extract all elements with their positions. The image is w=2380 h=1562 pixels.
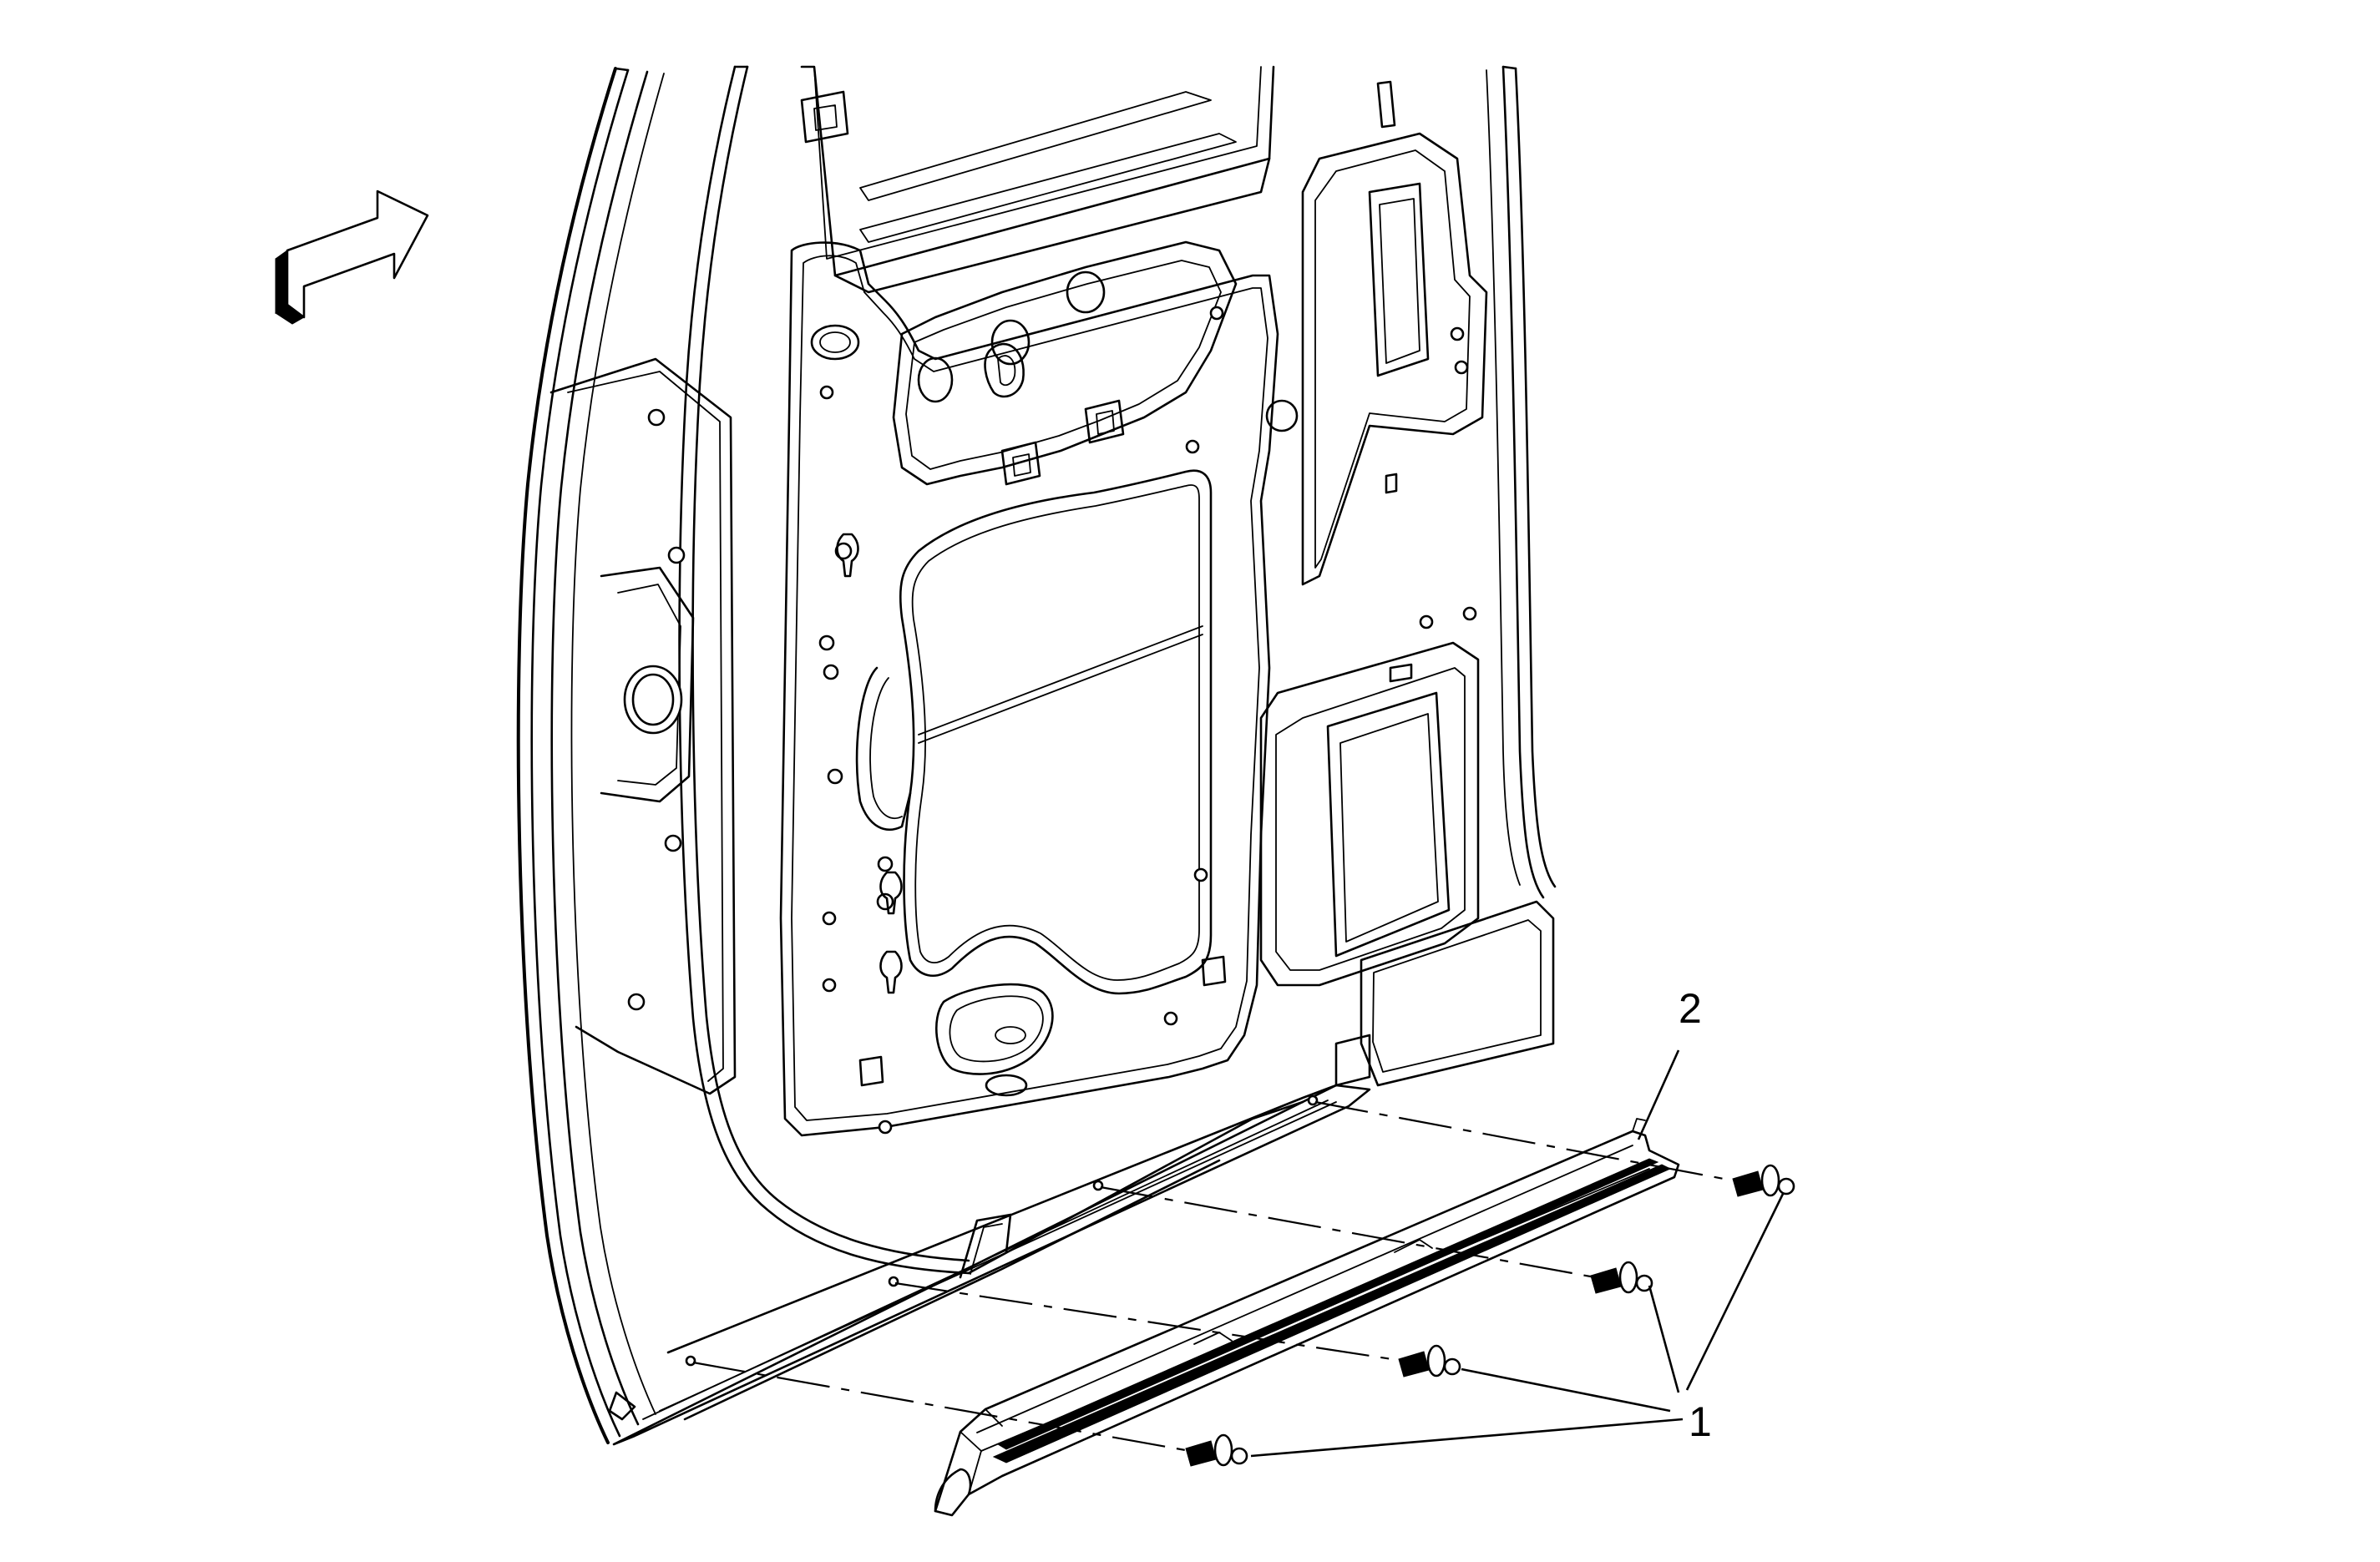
fastener: [1732, 1164, 1795, 1197]
callout-2-label: 2: [1679, 985, 1702, 1032]
fastener: [1398, 1344, 1461, 1377]
door-frame: [516, 65, 1557, 1444]
fastener: [1590, 1261, 1653, 1294]
fasteners: [1185, 1164, 1795, 1467]
callout-leaders: [1250, 1049, 1785, 1458]
fastener: [1185, 1433, 1248, 1467]
callout-1-label: 1: [1689, 1398, 1712, 1445]
inner-panel: [779, 240, 1279, 1137]
door-sill: [608, 900, 1555, 1446]
alignment-lines: [692, 1100, 1738, 1453]
sill-plate: [934, 1118, 1680, 1517]
arrow-icon: [275, 190, 429, 325]
